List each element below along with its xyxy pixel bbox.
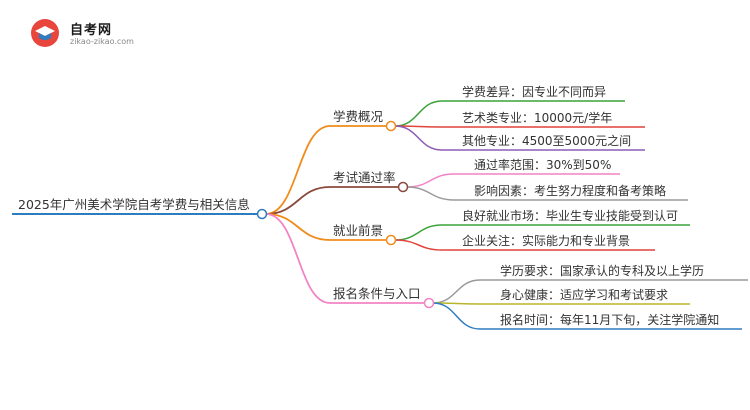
leaf-connector [394, 125, 443, 151]
leaf-topic-label: 企业关注：实际能力和专业背景 [462, 233, 630, 248]
branch-topic-label: 学费概况 [333, 109, 384, 124]
branch-topic-label: 报名条件与入口 [333, 286, 421, 301]
leaf-topic-label: 通过率范围：30%到50% [474, 157, 611, 172]
branch-connector [265, 186, 331, 215]
leaf-topic-label: 艺术类专业：10000元/学年 [462, 110, 612, 125]
branch-node-circle [423, 297, 435, 309]
branch-topic-label: 考试通过率 [333, 170, 396, 185]
branch-node-circle [385, 120, 397, 132]
branch-connector [265, 213, 331, 304]
leaf-topic-label: 学历要求：国家承认的专科及以上学历 [500, 263, 704, 278]
leaf-topic-label: 学费差异：因专业不同而异 [462, 84, 606, 99]
leaf-topic-label: 影响因素：考生努力程度和备考策略 [474, 183, 666, 198]
leaf-connector [394, 100, 443, 127]
leaf-connector [406, 186, 455, 201]
branch-topic-label: 就业前景 [333, 223, 383, 238]
branch-node-circle [385, 234, 397, 246]
branch-connector [265, 125, 331, 215]
leaf-connector [406, 173, 455, 188]
site-logo[interactable]: 自考网 zikao-zikao.com [30, 16, 140, 50]
leaf-topic-label: 良好就业市场：毕业生专业技能受到认可 [462, 208, 678, 223]
site-domain: zikao-zikao.com [70, 37, 134, 46]
branch-connector [265, 213, 331, 241]
leaf-topic-label: 身心健康：适应学习和考试要求 [500, 287, 668, 302]
leaf-connector [432, 279, 481, 304]
leaf-connector [394, 224, 443, 241]
leaf-topic-label: 报名时间：每年11月下旬，关注学院通知 [500, 312, 719, 327]
root-node-circle [256, 208, 268, 220]
site-name: 自考网 [70, 23, 113, 38]
leaf-connector [394, 239, 443, 251]
leaf-connector [432, 302, 481, 330]
root-topic-label: 2025年广州美术学院自考学费与相关信息 [18, 197, 250, 212]
graduation-cap-icon [31, 19, 59, 47]
branch-node-circle [397, 181, 409, 193]
leaf-topic-label: 其他专业：4500至5000元之间 [462, 133, 631, 148]
